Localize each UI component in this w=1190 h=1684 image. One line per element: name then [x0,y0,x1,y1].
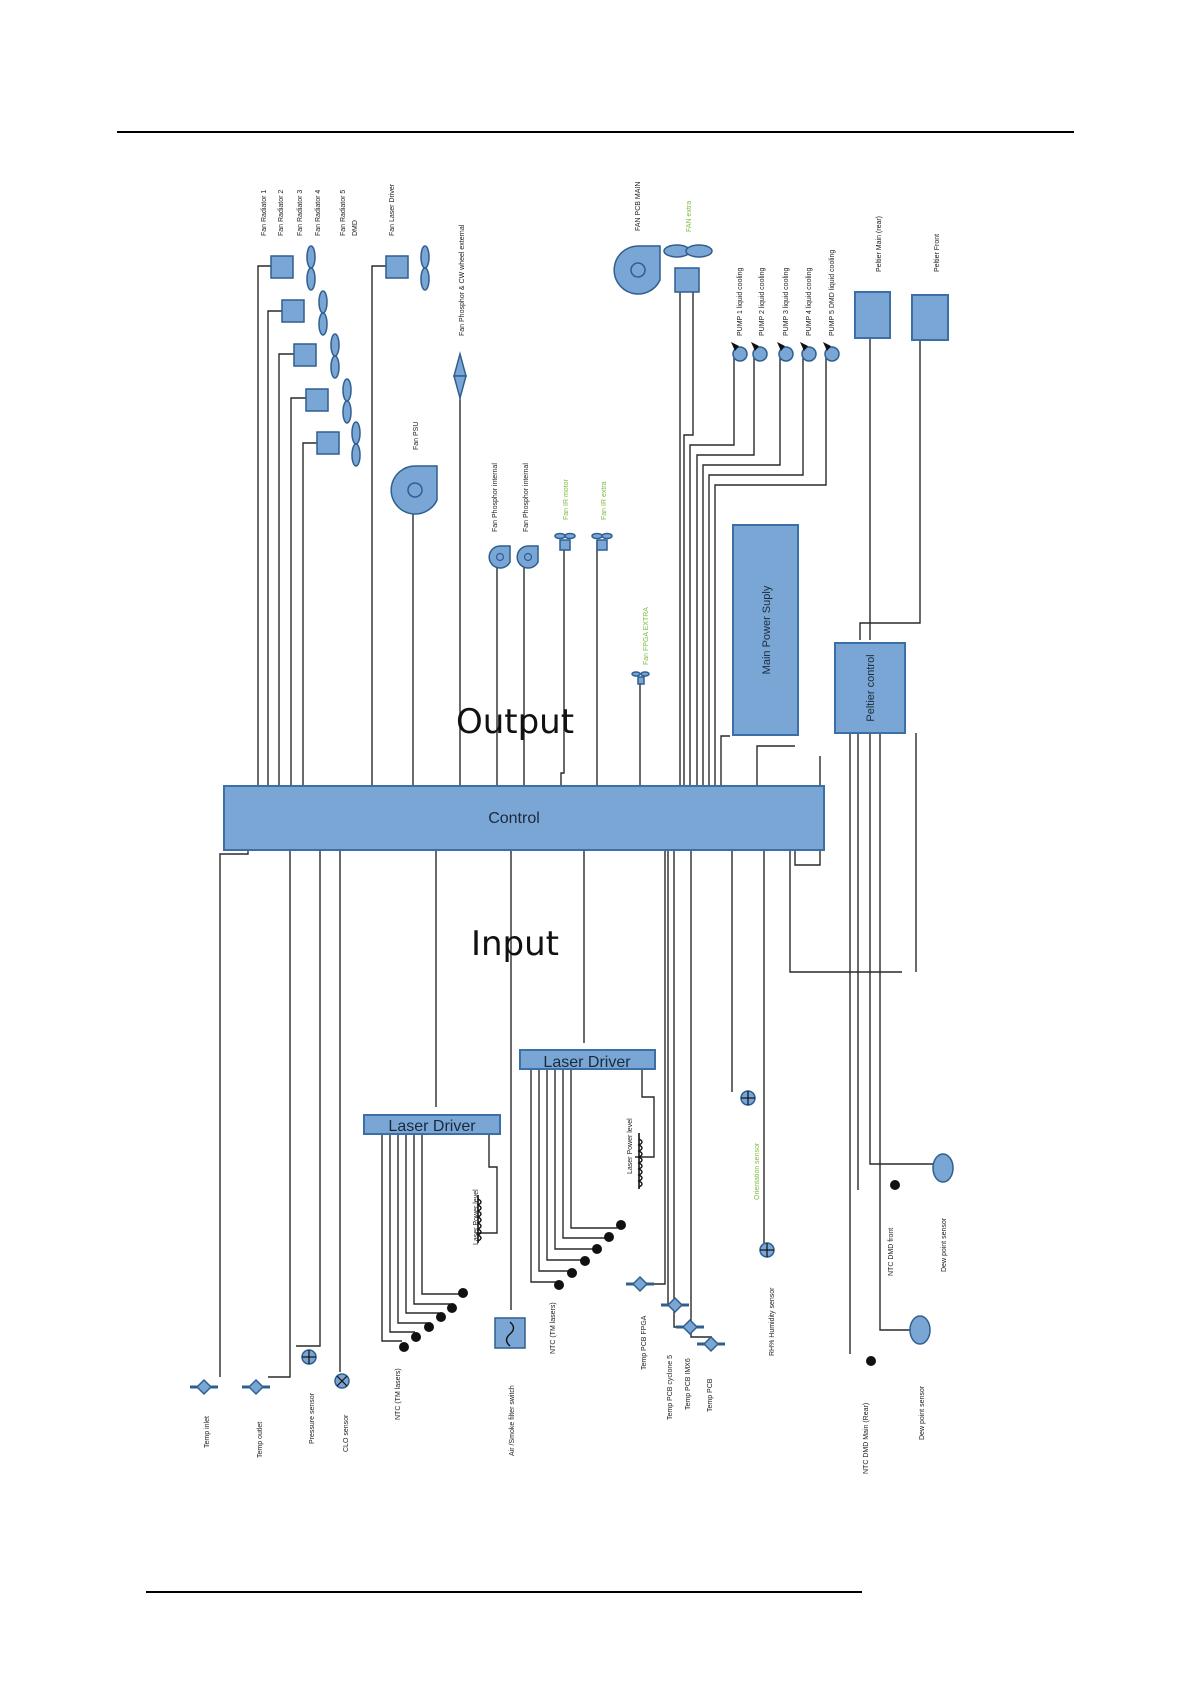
label-ntc-dmd-main: NTC DMD Main (Rear) [863,1403,870,1474]
label-dew-point-sensor-1: Dew point sensor [941,1217,948,1272]
label-fan-radiator-2: Fan Radiator 2 [278,190,285,236]
label-temp-pcb: Temp PCB [707,1378,714,1412]
output-heading: Output [456,702,574,742]
label-fan-psu: Fan PSU [413,422,420,450]
ntc-dmd-main-dot [866,1356,876,1366]
humidity-sensor-symbol [759,1242,775,1258]
main-power-supply-label: Main Power Suply [761,585,773,674]
label-pressure-sensor: Pressure sensor [309,1392,316,1444]
laser-driver-1-label: Laser Driver [388,1118,476,1135]
ir-extra-fan [591,532,613,551]
label-temp-pcb-fpga: Temp PCB FPGA [641,1315,648,1370]
label-air-smoke-switch: Air /Smoke filter switch [509,1385,516,1456]
label-temp-pcb-cyclone: Temp PCB cyclone 5 [667,1355,674,1420]
label-pump-5: PUMP 5 DMD liquid cooling [829,250,836,336]
orientation-sensor-symbol [740,1090,756,1106]
label-ntc-dmd-front: NTC DMD front [888,1228,895,1276]
label-laser-power-level-2: Laser Power level [627,1118,634,1174]
output-wires [257,265,921,786]
output-labels: Fan Radiator 1 Fan Radiator 2 Fan Radiat… [261,182,941,665]
radiator-fan-4 [305,378,352,424]
label-fan-fpga-extra: Fan FPGA EXTRA [643,607,650,665]
pcb-main-fan [613,245,661,295]
input-wires [219,733,940,1378]
temp-inlet-probe [188,1378,220,1396]
label-fan-phosphor-internal-1: Fan Phosphor internal [492,463,499,532]
temp-pcb-cyclone-probe [659,1296,691,1314]
label-fan-laser-driver: Fan Laser Driver [389,183,396,236]
radiator-fan-1 [270,245,316,291]
label-fan-ir-extra: Fan IR extra [601,481,608,520]
laser-driver-1-block: Laser Driver [363,1114,501,1135]
label-fan-extra: FAN extra [686,201,693,232]
laser-power-level-1-symbol [476,1195,482,1243]
label-fan-radiator-4: Fan Radiator 4 [315,190,322,236]
label-rh-humidity-sensor: RH% Humidity sensor [769,1287,776,1356]
laser-driver-fan [385,245,430,291]
radiator-fan-5 [316,421,361,467]
label-peltier-main: Peltier Main (rear) [876,216,883,272]
temp-pcb-fpga-probe [624,1275,656,1293]
peltier-control-block: Peltier control [834,642,906,734]
clo-sensor-symbol [334,1373,350,1389]
label-pump-1: PUMP 1 liquid cooling [737,268,744,336]
dew-point-sensor-2-symbol [909,1315,931,1345]
temp-pcb-imx6-probe [674,1318,706,1336]
peltier-front-element [911,294,949,341]
radiator-fan-3 [293,333,340,379]
label-dmd: DMD [352,220,359,236]
laser-power-level-2-symbol [637,1133,643,1189]
phosphor-internal-fan-1 [488,545,511,569]
ntc-laser-dots-1 [399,1288,468,1352]
label-temp-inlet: Temp inlet [204,1416,211,1448]
label-orientation-sensor: Orientation sensor [754,1142,761,1200]
label-fan-radiator-1: Fan Radiator 1 [261,190,268,236]
label-clo-sensor: CLO sensor [343,1414,350,1452]
label-dew-point-sensor-2: Dew point sensor [919,1385,926,1440]
label-laser-power-level-1: Laser Power level [473,1189,480,1245]
control-label: Control [488,810,540,827]
label-pump-4: PUMP 4 liquid cooling [806,268,813,336]
peltier-main-element [854,291,891,339]
ir-motor-fan [554,532,576,551]
control-block: Control [223,785,825,851]
laser-driver-2-block: Laser Driver [519,1049,656,1071]
radiator-fan-2 [281,290,328,336]
ntc-laser-dots-2 [554,1220,626,1290]
label-temp-outlet: Temp outlet [257,1422,264,1458]
main-power-supply-block: Main Power Suply [732,524,799,736]
dew-point-sensor-1-symbol [932,1153,954,1183]
air-smoke-switch-symbol [494,1317,526,1349]
input-labels: Temp inlet Temp outlet Pressure sensor C… [204,1118,948,1474]
label-fan-radiator-3: Fan Radiator 3 [297,190,304,236]
peltier-control-label: Peltier control [865,654,877,721]
psu-fan [390,465,438,515]
label-ntc-tm-lasers-2: NTC (TM lasers) [550,1302,557,1354]
temp-outlet-probe [240,1378,272,1396]
temp-pcb-probe [695,1335,727,1353]
fpga-extra-fan [631,671,650,685]
label-fan-phosphor-cw: Fan Phosphor & CW wheel external [459,224,466,336]
label-temp-pcb-imx6: Temp PCB IMX6 [685,1358,692,1410]
extra-fan [663,244,713,293]
phosphor-internal-fan-2 [516,545,539,569]
label-pump-3: PUMP 3 liquid cooling [783,268,790,336]
label-fan-ir-motor: Fan IR motor [563,478,570,520]
pressure-sensor-symbol [301,1349,317,1365]
label-fan-radiator-5: Fan Radiator 5 [340,190,347,236]
ntc-dmd-front-dot [890,1180,900,1190]
label-fan-phosphor-internal-2: Fan Phosphor internal [523,463,530,532]
phosphor-cw-fan [453,351,467,401]
laser-driver-2-label: Laser Driver [543,1054,631,1071]
input-heading: Input [471,924,559,964]
label-fan-pcb-main: FAN PCB MAIN [635,182,642,231]
label-pump-2: PUMP 2 liquid cooling [759,268,766,336]
label-ntc-tm-lasers-1: NTC (TM lasers) [395,1368,402,1420]
label-peltier-front: Peltier Front [934,234,941,272]
